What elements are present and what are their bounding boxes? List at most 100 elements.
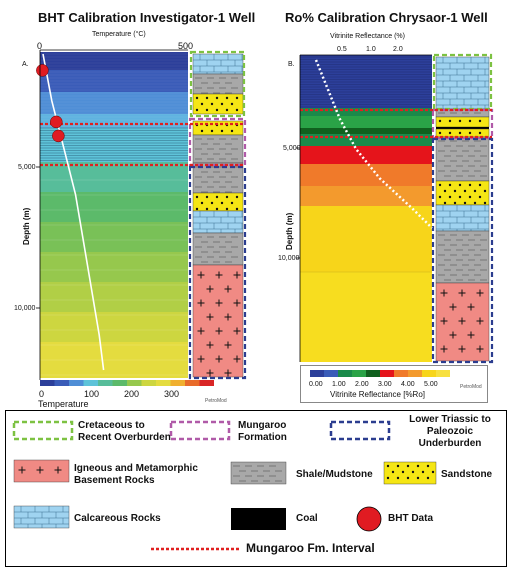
sandstone-dot: [473, 201, 477, 205]
sandstone-dot: [483, 201, 487, 205]
sandstone-dot: [215, 207, 219, 211]
right-colorbar-tick-4: 4.00: [401, 381, 415, 388]
legend-label-calcareous: Calcareous Rocks: [74, 513, 161, 524]
right-ro-curve: [314, 59, 433, 229]
right-underburden-box: [431, 137, 494, 364]
legend-label-shale: Shale/Mudstone: [296, 469, 373, 480]
shale-block: [230, 461, 287, 485]
left-temp-band-2: [40, 92, 188, 114]
left-temperature-bands: [40, 52, 188, 378]
sandstone-dot: [421, 470, 425, 474]
right-colorbar-seg-0: [310, 370, 324, 377]
shale-block: [192, 232, 244, 266]
left-bht-point: [36, 64, 49, 77]
left-top-axis-label: Temperature (°C): [92, 31, 146, 38]
left-temp-band-6: [40, 192, 188, 222]
sandstone-dot: [225, 96, 229, 100]
calcareous-block: [435, 204, 490, 232]
legend-swatch-igneous: [13, 459, 70, 483]
right-vr-band-6: [300, 164, 432, 186]
sandstone-dot: [195, 207, 199, 211]
legend-label-coal: Coal: [296, 513, 318, 524]
sandstone-dot: [458, 131, 462, 135]
left-top-tick-0: 0: [37, 41, 43, 51]
left-colorbar-seg-11: [199, 380, 214, 386]
right-colorbar-label: Vitrinite Reflectance [%Ro]: [330, 390, 426, 399]
legend-swatch-bht: [356, 506, 382, 532]
left-temp-band-4: [40, 128, 188, 162]
right-colorbar-seg-8: [422, 370, 436, 377]
right-panel-title: Ro% Calibration Chrysaor-1 Well: [285, 10, 488, 25]
sandstone-dot: [235, 195, 239, 199]
sandstone-dot: [225, 108, 229, 112]
sandstone-dot: [406, 476, 410, 480]
coal-block: [436, 127, 489, 129]
right-depth-tick-10000: 10,000: [278, 255, 300, 262]
left-cretaceous-box: [189, 50, 246, 118]
legend-swatch-mungaroo: [169, 420, 231, 441]
right-colorbar-tick-0: 0.00: [309, 381, 323, 388]
left-underburden-box: [188, 165, 247, 380]
sandstone-dot: [416, 476, 420, 480]
left-colorbar-tick-300: 300: [164, 389, 180, 399]
sandstone-dot: [200, 201, 204, 205]
sandstone-dot: [483, 189, 487, 193]
sandstone-dot: [458, 195, 462, 199]
sandstone-dot: [448, 195, 452, 199]
legend-label-underburden: Lower Triassic to Paleozoic Underburden: [409, 414, 491, 449]
right-colorbar-seg-2: [338, 370, 352, 377]
sandstone-dot: [210, 129, 214, 133]
right-top-tick-10: 1.0: [366, 46, 376, 53]
sandstone-dot: [463, 189, 467, 193]
left-colorbar-seg-10: [185, 380, 200, 386]
sandstone-dot: [195, 108, 199, 112]
sandstone-dot: [443, 189, 447, 193]
sandstone-dot: [478, 119, 482, 123]
sandstone-dot: [463, 201, 467, 205]
legend-label-interval: Mungaroo Fm. Interval: [246, 541, 375, 555]
right-overlay-lines: [296, 53, 494, 377]
right-depth-tick-5000: 5,000: [283, 145, 301, 152]
sandstone-dot: [473, 189, 477, 193]
left-colorbar-seg-3: [83, 380, 98, 386]
legend-swatch-coal: [231, 508, 286, 530]
sandstone-dot: [235, 96, 239, 100]
right-colorbar-tick-5: 5.00: [424, 381, 438, 388]
left-temp-band-5: [40, 162, 188, 192]
right-vr-band-2: [300, 116, 432, 128]
right-colorbar-seg-6: [394, 370, 408, 377]
left-colorbar-seg-1: [54, 380, 69, 386]
sandstone-dot: [448, 183, 452, 187]
sandstone-dot: [438, 195, 442, 199]
left-colorbar-seg-6: [127, 380, 142, 386]
legend-label-bht: BHT Data: [388, 513, 434, 524]
right-colorbar-tick-3: 3.00: [378, 381, 392, 388]
sandstone-dot: [396, 476, 400, 480]
sandstone-dot: [195, 96, 199, 100]
sandstone-dot: [386, 476, 390, 480]
left-colorbar-seg-7: [141, 380, 156, 386]
right-vr-band-0: [300, 55, 432, 108]
left-logo: PetroMod: [205, 398, 227, 404]
left-temp-band-9: [40, 282, 188, 312]
right-colorbar-seg-4: [366, 370, 380, 377]
right-logo: PetroMod: [460, 384, 482, 390]
right-colorbar-seg-3: [352, 370, 366, 377]
sandstone-dot: [478, 195, 482, 199]
legend-swatch-calcareous: [13, 505, 70, 529]
legend-svg: [12, 420, 437, 551]
left-colorbar-label: Temperature: [38, 399, 89, 409]
igneous-block: [13, 459, 70, 483]
right-colorbar-tick-2: 2.00: [355, 381, 369, 388]
legend-label-sandstone: Sandstone: [441, 469, 493, 480]
left-temp-band-7: [40, 222, 188, 252]
legend-label-igneous: Igneous and Metamorphic Basement Rocks: [74, 463, 198, 486]
right-vr-band-8: [300, 206, 432, 272]
right-lithology-column: [435, 56, 490, 362]
calcareous-block: [435, 56, 490, 110]
left-bht-point: [50, 115, 63, 129]
calcareous-block: [13, 505, 70, 529]
right-top-axis-label: Vitrinite Reflectance (%): [330, 33, 405, 40]
right-colorbar-seg-7: [408, 370, 422, 377]
